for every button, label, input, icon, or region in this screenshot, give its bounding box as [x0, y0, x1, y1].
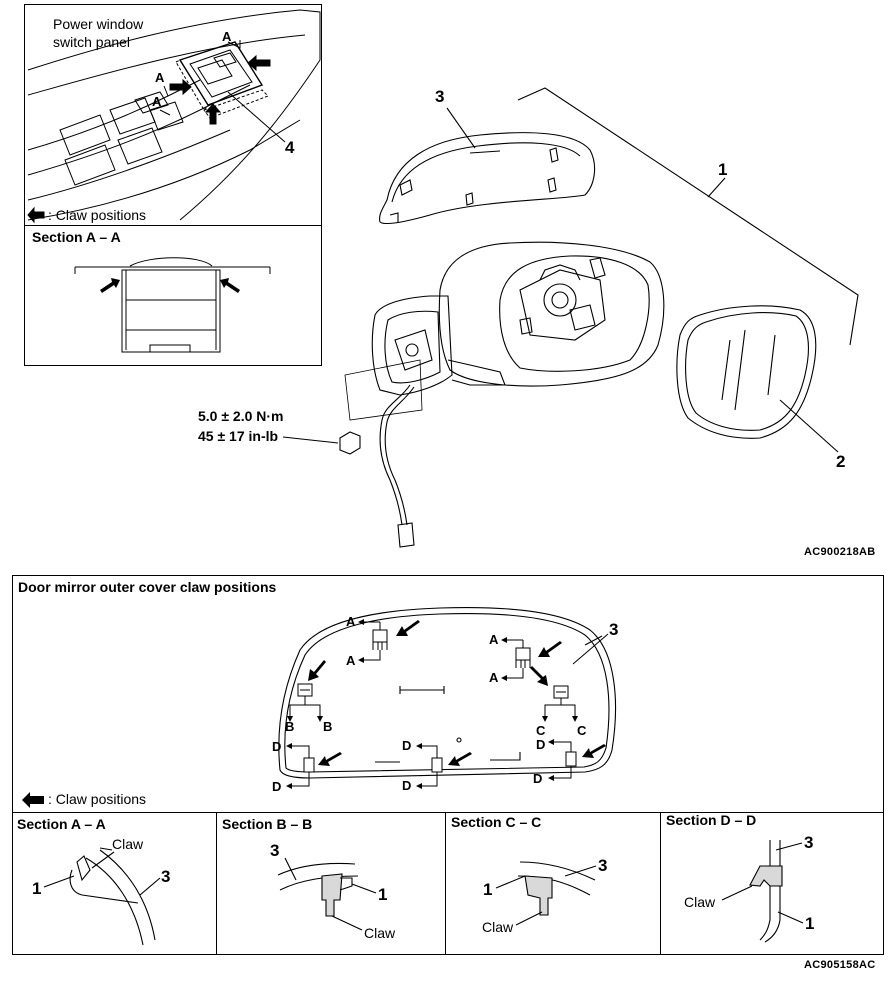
section-mark-d-1: D [272, 739, 282, 754]
callout-1-top: 1 [718, 160, 728, 179]
switch-panel-label: Power window [53, 16, 144, 32]
section-mark-b-2: B [323, 719, 333, 734]
section-d-title: Section D – D [666, 812, 757, 828]
torque-value-inlb: 45 ± 17 in-lb [198, 428, 279, 444]
section-a-callout-1: 1 [32, 879, 42, 898]
section-mark-b-1: B [285, 719, 295, 734]
section-mark-d-2: D [272, 779, 282, 794]
section-mark-a-4: A [489, 670, 499, 685]
section-d-claw-label: Claw [684, 894, 716, 910]
switch-panel-label-2: switch panel [53, 34, 131, 50]
section-b-callout-1: 1 [378, 885, 388, 904]
section-mark-d-5: D [536, 737, 546, 752]
section-divider-1 [216, 812, 217, 955]
claw-panel-legend: : Claw positions [48, 791, 147, 807]
section-mark-a-top: A [222, 29, 232, 44]
section-mark-d-6: D [533, 771, 543, 786]
callout-4: 4 [285, 138, 295, 157]
section-row-divider [12, 812, 884, 813]
section-mark-c-1: C [536, 723, 546, 738]
section-c-claw-label: Claw [482, 919, 514, 935]
bottom-figure-code: AC905158AC [804, 959, 876, 971]
inset-panel [24, 4, 322, 366]
section-mark-a-3: A [489, 632, 499, 647]
section-mark-c-2: C [577, 723, 587, 738]
section-divider-3 [660, 812, 661, 955]
section-b-claw-label: Claw [364, 925, 396, 941]
inset-section-title: Section A – A [32, 229, 121, 245]
inset-claw-legend: : Claw positions [48, 207, 147, 223]
section-d-callout-1: 1 [805, 914, 815, 933]
section-c-callout-1: 1 [483, 880, 493, 899]
torque-value-nm: 5.0 ± 2.0 N·m [198, 408, 284, 424]
section-a-callout-3: 3 [161, 867, 171, 886]
section-c-callout-3: 3 [598, 856, 608, 875]
section-mark-a-bottom: A [152, 94, 162, 109]
inset-divider [24, 225, 322, 226]
section-mark-d-3: D [402, 738, 412, 753]
section-divider-2 [445, 812, 446, 955]
section-mark-a-2: A [346, 653, 356, 668]
callout-2-top: 2 [836, 452, 846, 471]
claw-panel-callout-3: 3 [609, 620, 619, 639]
section-c-title: Section C – C [451, 814, 542, 830]
section-a-claw-label: Claw [112, 836, 144, 852]
section-a-title: Section A – A [17, 816, 106, 832]
claw-panel-title: Door mirror outer cover claw positions [18, 579, 277, 595]
top-figure-code: AC900218AB [804, 546, 876, 558]
section-d-callout-3: 3 [804, 833, 814, 852]
section-b-callout-3: 3 [270, 841, 280, 860]
section-mark-a-1: A [346, 614, 356, 629]
section-mark-d-4: D [402, 778, 412, 793]
section-b-title: Section B – B [222, 816, 313, 832]
callout-3-top: 3 [435, 87, 445, 106]
section-mark-a-left: A [155, 70, 165, 85]
